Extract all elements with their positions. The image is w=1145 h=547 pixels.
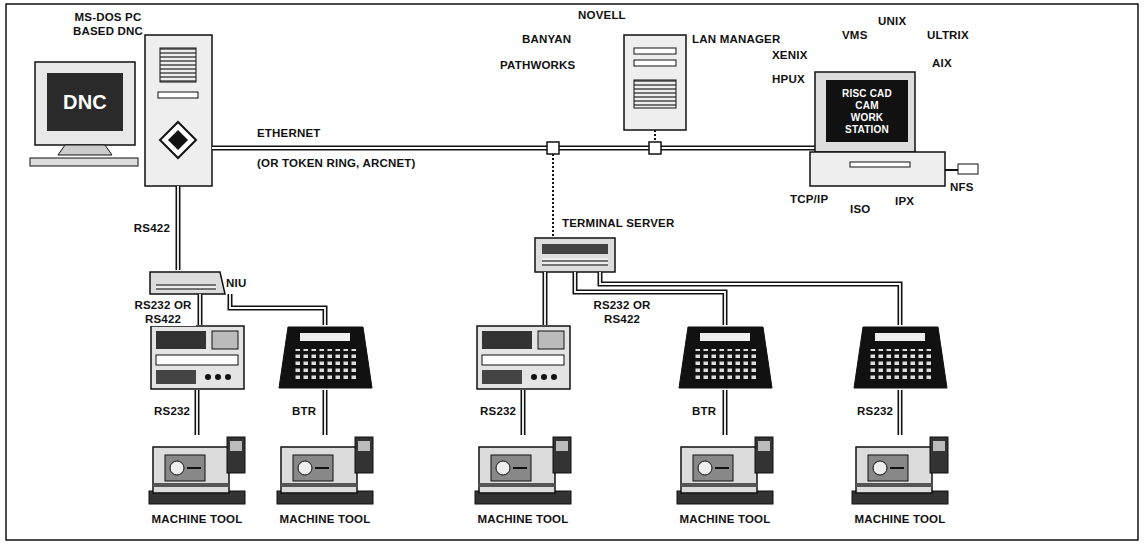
serial-link xyxy=(178,186,179,270)
node-title: NIU xyxy=(226,276,246,290)
machine-tool: MACHINE TOOL xyxy=(142,432,252,528)
link-stroke xyxy=(176,186,181,270)
os-label: UNIX xyxy=(876,14,908,28)
node-text: DNC xyxy=(50,90,120,114)
machine-tool: MACHINE TOOL xyxy=(670,432,780,528)
node-title: MS-DOS PC BASED DNC xyxy=(72,10,144,38)
os-label: AIX xyxy=(930,56,954,70)
network-note: (OR TOKEN RING, ARCNET) xyxy=(255,156,418,170)
protocol-label: NFS xyxy=(948,180,976,194)
machine-tool: MACHINE TOOL xyxy=(845,432,955,528)
signal-label: RS232 OR RS422 xyxy=(130,298,196,326)
os-label: ULTRIX xyxy=(925,28,971,42)
os-label: HPUX xyxy=(770,72,807,86)
signal-label: RS232 OR RS422 xyxy=(585,298,659,326)
niu: NIU xyxy=(148,270,248,296)
signal-label: RS232 xyxy=(855,404,895,418)
cad-workstation: RISC CAD CAM WORK STATION xyxy=(815,72,915,152)
machine-tool: MACHINE TOOL xyxy=(270,432,380,528)
protocol-label: TCP/IP xyxy=(788,192,830,206)
pc-dnc: MS-DOS PC BASED DNC DNC xyxy=(30,6,215,186)
node-title: MACHINE TOOL xyxy=(145,512,249,526)
signal-label: RS232 xyxy=(478,404,518,418)
signal-label: BTR xyxy=(290,404,318,418)
node-text: PATHWORKS xyxy=(500,58,575,72)
node-title: MACHINE TOOL xyxy=(673,512,777,526)
node-title: MACHINE TOOL xyxy=(273,512,377,526)
signal-label: BTR xyxy=(690,404,718,418)
node-text: LAN MANAGER xyxy=(692,32,780,46)
link-stroke xyxy=(177,186,179,270)
protocol-label: ISO xyxy=(848,202,872,216)
signal-label: RS232 xyxy=(152,404,192,418)
file-server: NOVELL BANYAN LAN MANAGER PATHWORKS xyxy=(495,4,782,132)
node-title: MACHINE TOOL xyxy=(848,512,952,526)
machine-tool: MACHINE TOOL xyxy=(468,432,578,528)
protocol-label: IPX xyxy=(893,194,916,208)
network-label: ETHERNET xyxy=(255,126,323,140)
os-label: XENIX xyxy=(770,48,810,62)
node-title: MACHINE TOOL xyxy=(471,512,575,526)
node-title: RISC CAD CAM WORK STATION xyxy=(840,88,894,136)
node-title: TERMINAL SERVER xyxy=(562,216,674,230)
os-label: VMS xyxy=(840,28,870,42)
node-title: NOVELL xyxy=(578,8,626,22)
terminal-server: TERMINAL SERVER xyxy=(530,210,676,274)
node-text: BANYAN xyxy=(522,32,571,46)
signal-label: RS422 xyxy=(134,221,170,235)
